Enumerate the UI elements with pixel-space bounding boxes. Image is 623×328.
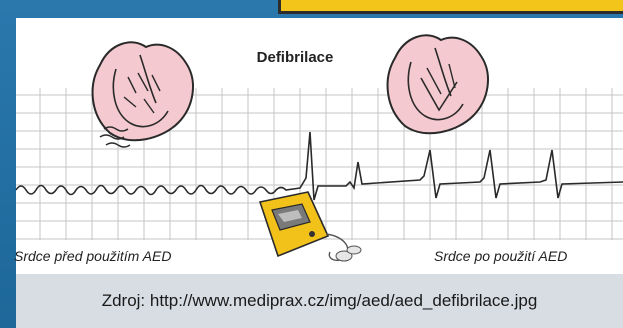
source-caption: Zdroj: http://www.mediprax.cz/img/aed/ae…: [16, 274, 623, 328]
label-before-aed: Srdce před použitím AED: [14, 248, 171, 264]
caption-bar: Zdroj: http://www.mediprax.cz/img/aed/ae…: [16, 274, 623, 328]
heart-after-icon: [388, 35, 488, 133]
label-after-aed: Srdce po použití AED: [434, 248, 567, 264]
diagram-title: Defibrilace: [230, 49, 360, 66]
aed-device-icon: [260, 192, 361, 261]
ecg-trace: [16, 132, 623, 200]
